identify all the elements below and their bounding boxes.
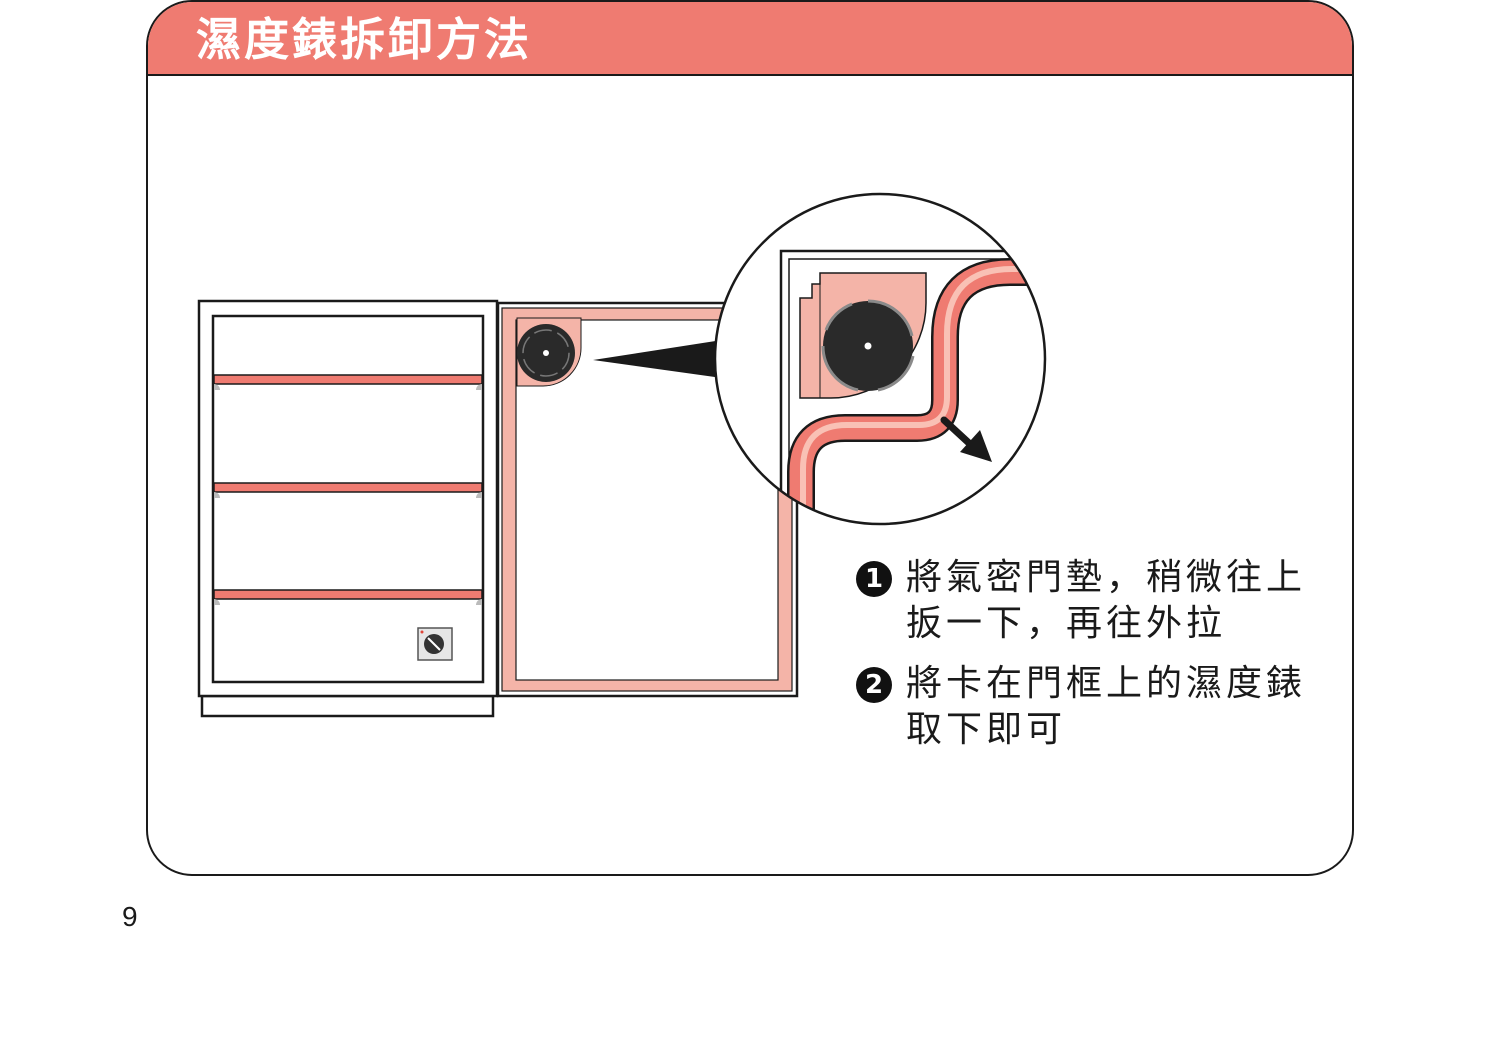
step-number-badge: 2 (856, 667, 892, 703)
shelf (213, 482, 483, 498)
shelf (213, 589, 483, 605)
hygrometer-icon (821, 299, 915, 392)
step-number-badge: 1 (856, 561, 892, 597)
page-title: 濕度錶拆卸方法 (196, 13, 533, 66)
shelf (213, 374, 483, 390)
pull-direction-arrow-icon (940, 416, 992, 462)
card-header: 濕度錶拆卸方法 (148, 2, 1352, 76)
zoom-pointer (593, 340, 722, 378)
zoom-detail (713, 192, 1047, 526)
hygrometer-icon (517, 324, 575, 382)
step-text: 將卡在門框上的濕度錶取下即可 (906, 663, 1307, 750)
step-text: 將氣密門墊，稍微往上扳一下，再往外拉 (906, 557, 1307, 644)
cabinet-body (197, 299, 499, 718)
page-number: 9 (122, 901, 138, 932)
control-knob-icon (417, 627, 453, 661)
